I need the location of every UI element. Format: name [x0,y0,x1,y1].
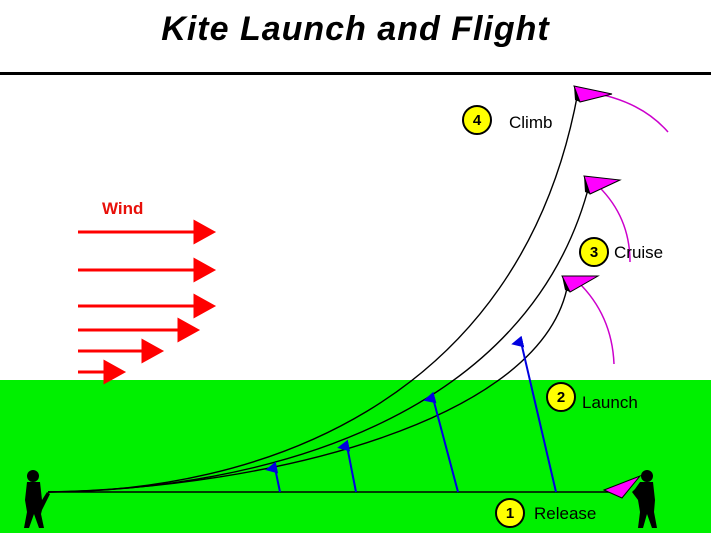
stage-number: 4 [473,112,482,129]
wind-arrow [78,219,217,245]
stage-marker-4: 4 Climb [462,105,552,135]
kite-release [602,474,642,499]
force-arrows [265,335,557,493]
kite-lines [47,91,610,493]
stage-label: Climb [509,113,552,132]
title-divider [0,72,711,75]
wind-arrow [78,257,217,283]
wind-label: Wind [102,199,143,218]
force-arrow [337,439,357,493]
kite-path-launch [577,281,615,365]
stage-marker-1: 1 Release [495,498,596,528]
kite-climb [573,85,613,103]
stage-number: 2 [557,389,565,406]
force-arrow [423,391,459,493]
wind-arrow [78,338,165,364]
wind-arrow [78,317,201,343]
stage-number: 3 [590,244,598,261]
person-flyer [24,470,50,528]
ground [0,380,711,533]
kite-cruise [583,175,622,195]
force-arrow [511,335,557,493]
person-helper [632,470,657,528]
diagram-title: Kite Launch and Flight [161,10,550,48]
force-arrow [265,461,281,493]
wind-arrow [78,359,127,385]
wind-arrow [78,293,217,319]
line-launch [47,282,569,493]
stage-number: 1 [506,505,514,522]
stage-marker-3: 3 Cruise [579,237,663,267]
stage-label: Cruise [614,243,663,262]
kites [561,85,642,499]
stage-label: Release [534,504,596,523]
kite-launch [561,275,600,293]
kite-paths [577,91,669,365]
kite-path-cruise [594,182,631,263]
kite-path-climb [587,91,669,133]
wind-arrows [78,219,217,385]
stage-marker-2: 2 Launch [546,382,638,412]
stage-label: Launch [582,393,638,412]
